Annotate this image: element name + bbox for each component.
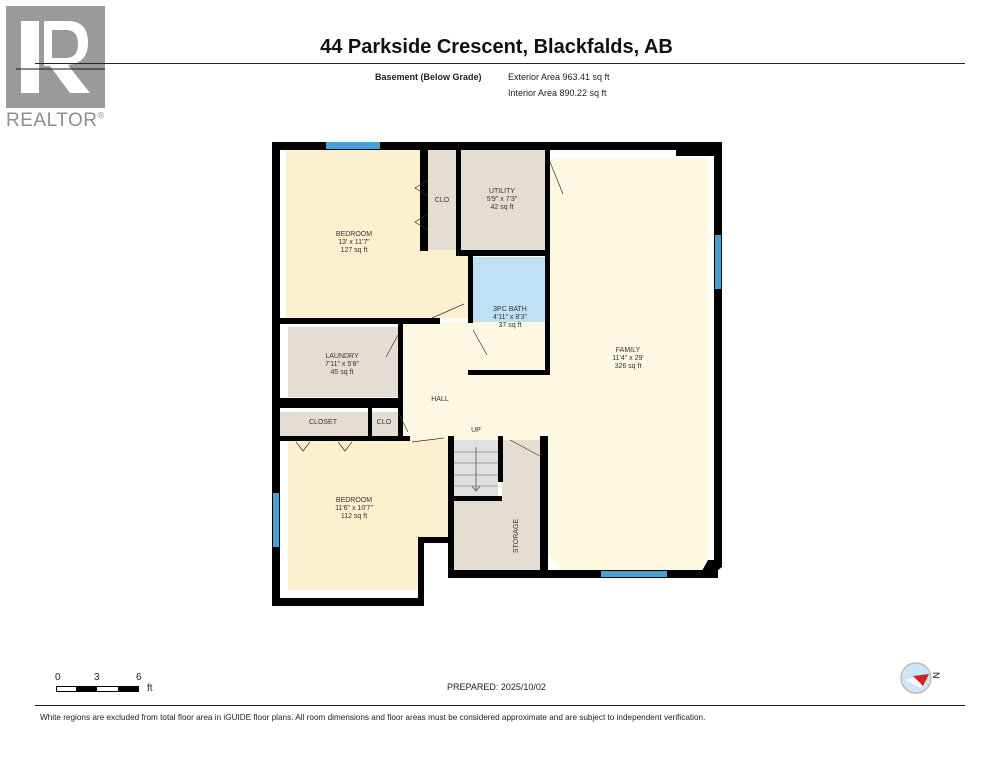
svg-text:7'11" x 5'8": 7'11" x 5'8" <box>325 361 359 368</box>
interior-area: Interior Area 890.22 sq ft <box>508 88 607 98</box>
svg-text:37 sq ft: 37 sq ft <box>499 322 522 329</box>
window-left <box>273 493 279 547</box>
room-labels: BEDROOM 13' x 11'7" 127 sq ft CLO UTILIT… <box>309 188 644 553</box>
clo-1-area <box>428 150 458 250</box>
closet-area <box>280 412 368 436</box>
prepared-date: PREPARED: 2025/10/02 <box>447 682 546 692</box>
svg-text:13' x 11'7": 13' x 11'7" <box>338 239 370 246</box>
doors <box>295 161 564 457</box>
svg-text:127 sq ft: 127 sq ft <box>341 247 368 254</box>
svg-text:112 sq ft: 112 sq ft <box>341 513 367 520</box>
svg-text:11'6" x 10'7": 11'6" x 10'7" <box>335 505 373 512</box>
stairs-icon <box>454 447 498 492</box>
svg-text:UP: UP <box>471 427 481 434</box>
walls <box>272 142 722 606</box>
disclaimer: White regions are excluded from total fl… <box>40 713 706 722</box>
hall-area <box>402 322 548 440</box>
svg-text:LAUNDRY: LAUNDRY <box>325 353 359 360</box>
svg-text:11'4" x 29': 11'4" x 29' <box>612 355 644 362</box>
svg-text:FAMILY: FAMILY <box>616 347 641 354</box>
bedroom-2-area <box>288 440 448 590</box>
window-bottom <box>601 571 667 577</box>
realtor-r-icon <box>16 21 105 93</box>
exterior-area: Exterior Area 963.41 sq ft <box>508 72 610 82</box>
svg-text:326 sq ft: 326 sq ft <box>615 363 642 370</box>
svg-text:4'11" x 8'3": 4'11" x 8'3" <box>493 314 527 321</box>
title-divider <box>35 63 965 64</box>
windows <box>273 142 721 577</box>
svg-text:UTILITY: UTILITY <box>489 188 515 195</box>
svg-text:CLOSET: CLOSET <box>309 419 338 426</box>
scale-bar-graphic <box>56 686 139 692</box>
svg-text:STORAGE: STORAGE <box>513 519 520 553</box>
window-top <box>326 142 380 149</box>
laundry-area <box>288 327 398 397</box>
window-right <box>715 235 721 289</box>
compass-icon: N <box>900 662 941 694</box>
svg-text:5'9" x 7'3": 5'9" x 7'3" <box>487 196 518 203</box>
svg-text:BEDROOM: BEDROOM <box>336 497 372 504</box>
utility-area <box>461 150 545 250</box>
floor-name: Basement (Below Grade) <box>375 72 482 82</box>
clo-2-area <box>372 412 398 436</box>
storage-area <box>454 500 548 570</box>
svg-text:BEDROOM: BEDROOM <box>336 231 372 238</box>
svg-text:CLO: CLO <box>377 419 392 426</box>
realtor-logo <box>6 6 105 108</box>
svg-text:3PC BATH: 3PC BATH <box>493 306 527 313</box>
footer-divider <box>35 705 965 706</box>
svg-text:CLO: CLO <box>435 197 450 204</box>
compass: N <box>899 660 943 701</box>
svg-text:45 sq ft: 45 sq ft <box>331 369 354 376</box>
family-area <box>548 158 708 570</box>
svg-text:HALL: HALL <box>431 396 449 403</box>
svg-text:42 sq ft: 42 sq ft <box>491 204 514 211</box>
svg-text:N: N <box>931 672 941 679</box>
scale-bar: 0 3 6 ft <box>55 672 153 694</box>
realtor-logo-text: REALTOR® <box>6 110 105 131</box>
property-title: 44 Parkside Crescent, Blackfalds, AB <box>320 36 673 58</box>
